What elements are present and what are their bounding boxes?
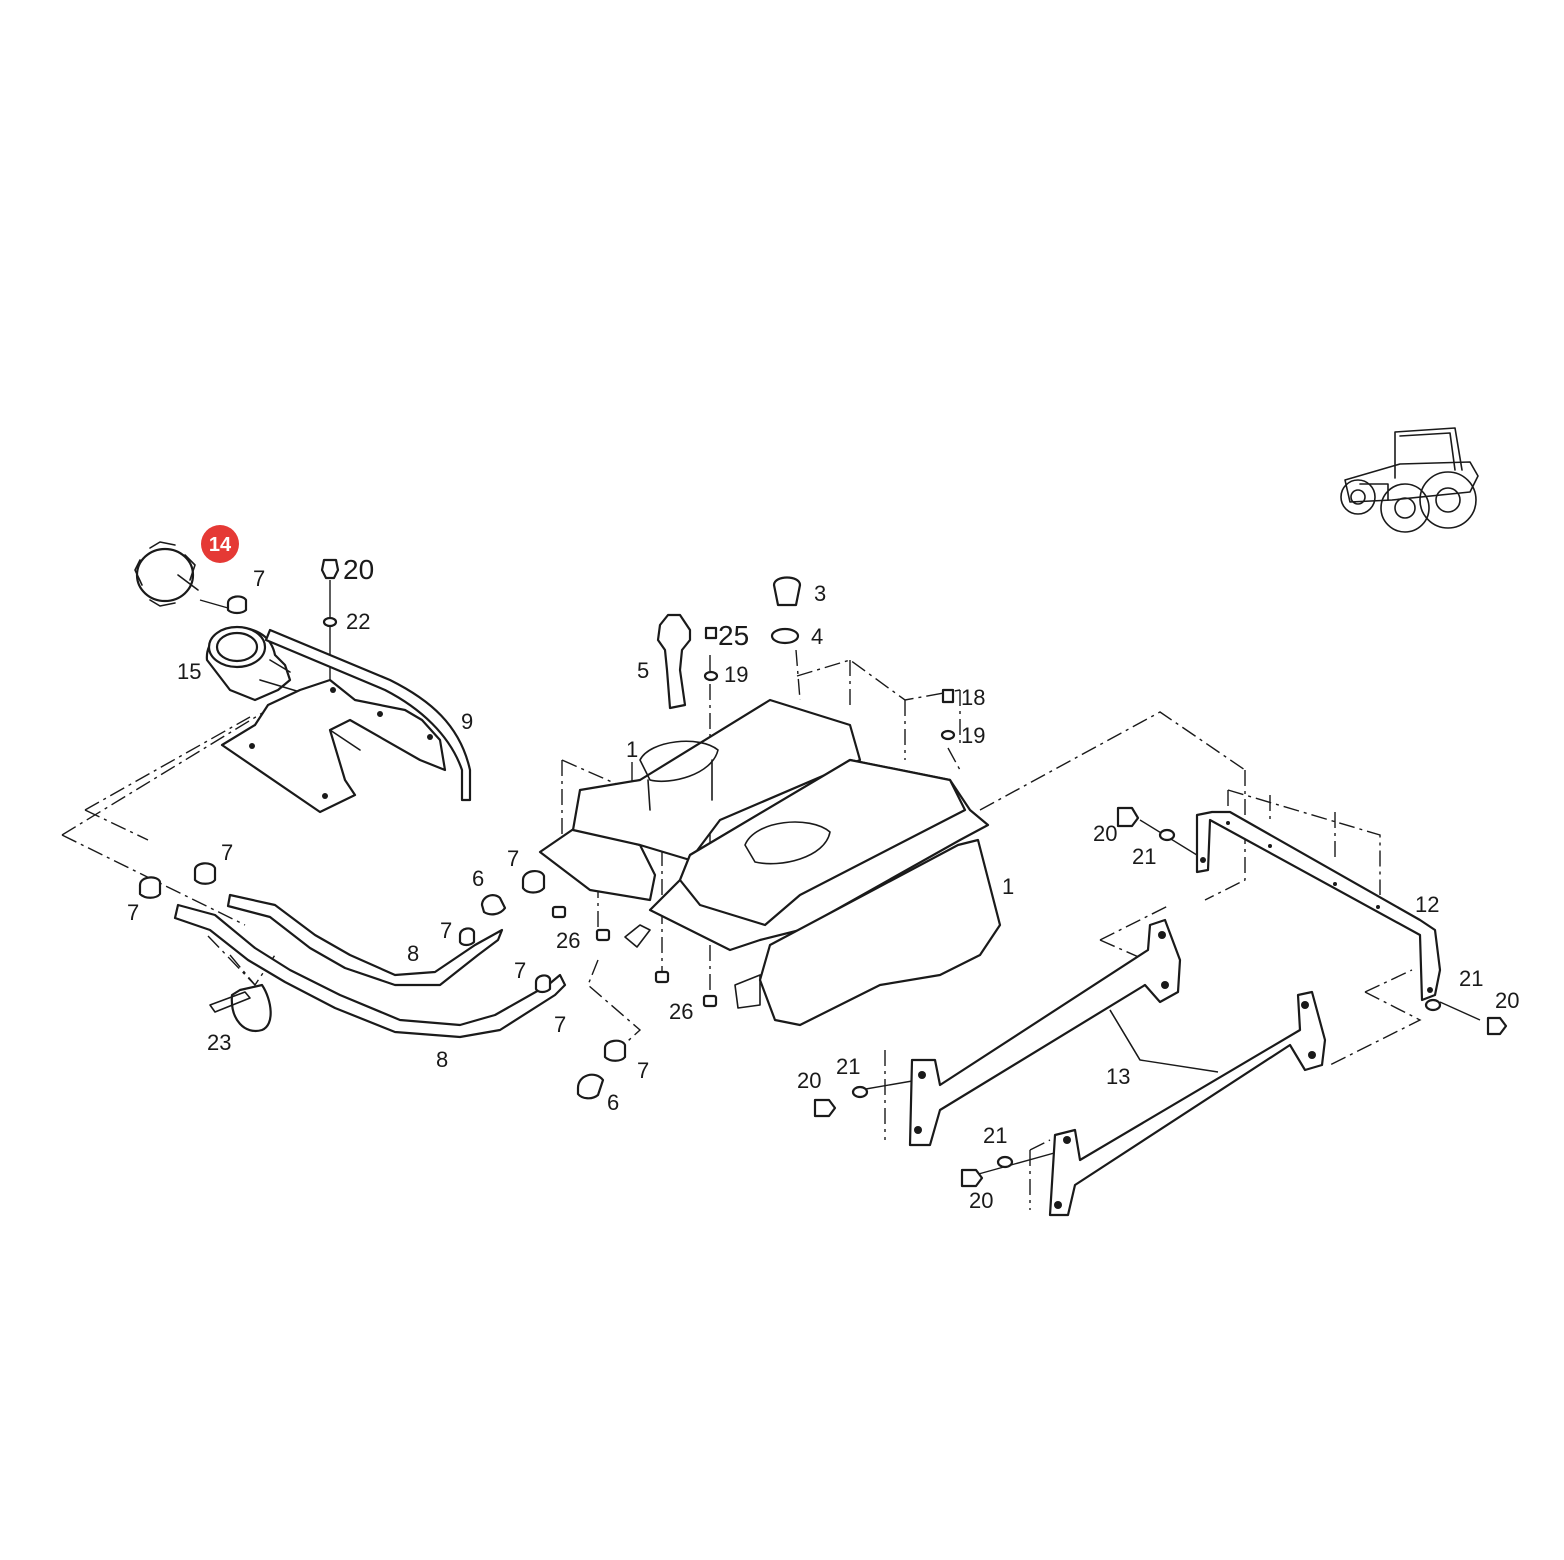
nut-26-b[interactable] [595,928,611,942]
nut-26-a[interactable] [551,905,567,919]
expansion-tank[interactable] [205,625,301,702]
callout-26: 26 [556,928,580,953]
washer-19-b[interactable] [940,729,956,741]
callout-7: 7 [127,900,139,925]
washer-21-b[interactable] [1158,828,1176,842]
callout-7: 7 [221,840,233,865]
callouts: 1 1 3 4 5 6 6 7 7 7 7 7 7 7 7 8 8 9 12 1… [127,554,1519,1213]
callout-18: 18 [961,685,985,710]
tank-bracket[interactable] [220,678,447,814]
tank-rear[interactable] [538,698,862,902]
callout-7: 7 [554,1012,566,1037]
clamp-7-top[interactable] [226,595,248,615]
fill-plug-3[interactable] [772,576,802,607]
callout-20: 20 [969,1188,993,1213]
tank-cap[interactable] [134,541,199,607]
clamp-7-hose[interactable] [458,927,476,947]
callout-21: 21 [1459,966,1483,991]
callout-9: 9 [461,709,473,734]
callout-1: 1 [626,737,638,762]
callout-7: 7 [507,846,519,871]
callout-25: 25 [718,620,749,651]
washer-21-a[interactable] [851,1085,869,1099]
washer-21-c[interactable] [1424,998,1442,1012]
plug-6-upper[interactable] [480,894,507,916]
callout-15: 15 [177,659,201,684]
callout-26: 26 [669,999,693,1024]
callout-21: 21 [983,1123,1007,1148]
callout-22: 22 [346,609,370,634]
callout-8: 8 [407,941,419,966]
clamp-7-bottom[interactable] [603,1039,627,1062]
washer-19-a[interactable] [703,670,719,682]
clamp-7-lower[interactable] [534,974,552,994]
clamp-7-left-b[interactable] [193,862,217,885]
callout-7: 7 [253,566,265,591]
hose-8-upper[interactable] [226,893,504,987]
callout-1: 1 [1002,874,1014,899]
callout-8: 8 [436,1047,448,1072]
bolt-20-c[interactable] [1486,1016,1508,1036]
cable-tie-23[interactable] [209,983,272,1033]
strap-13-upper[interactable] [908,918,1182,1147]
callout-13: 13 [1106,1064,1130,1089]
washer-22[interactable] [322,616,338,628]
callout-19: 19 [724,662,748,687]
highlight-badge-circle [201,525,239,563]
callout-5: 5 [637,658,649,683]
callout-21: 21 [836,1054,860,1079]
callout-23: 23 [207,1030,231,1055]
screw-18[interactable] [941,688,955,704]
highlight-badge-label: 14 [209,534,232,556]
callout-7: 7 [440,918,452,943]
bolt-20-top[interactable] [320,558,340,580]
callout-3: 3 [814,581,826,606]
callout-7: 7 [637,1058,649,1083]
bracket-12[interactable] [1195,810,1442,1002]
callout-20: 20 [1093,821,1117,846]
callout-20: 20 [1495,988,1519,1013]
hose-9[interactable] [264,628,472,802]
strap-13-lower[interactable] [1048,990,1327,1217]
clamp-7-mid[interactable] [521,870,546,894]
hose-8-lower[interactable] [173,903,567,1039]
callout-20: 20 [797,1068,821,1093]
callout-7: 7 [514,958,526,983]
callout-19: 19 [961,723,985,748]
bolt-20-b[interactable] [1116,806,1140,828]
nut-26-d[interactable] [702,994,718,1008]
washer-21-d[interactable] [996,1155,1014,1169]
sensor-5[interactable] [656,613,692,710]
callout-4: 4 [811,624,823,649]
plug-6-lower[interactable] [576,1073,605,1100]
callout-6: 6 [607,1090,619,1115]
tractor-icon [1340,427,1479,533]
bolt-20-d[interactable] [960,1168,984,1188]
callout-20: 20 [343,554,374,585]
tank-front[interactable] [624,758,1002,1027]
callout-12: 12 [1415,892,1439,917]
bolt-20-a[interactable] [813,1098,837,1118]
clamp-7-left-a[interactable] [138,876,162,899]
callout-21: 21 [1132,844,1156,869]
callout-6: 6 [472,866,484,891]
o-ring-4[interactable] [770,627,800,645]
highlight-badge-14[interactable]: 14 [201,525,239,563]
nut-26-c[interactable] [654,970,670,984]
screw-25[interactable] [704,626,718,640]
